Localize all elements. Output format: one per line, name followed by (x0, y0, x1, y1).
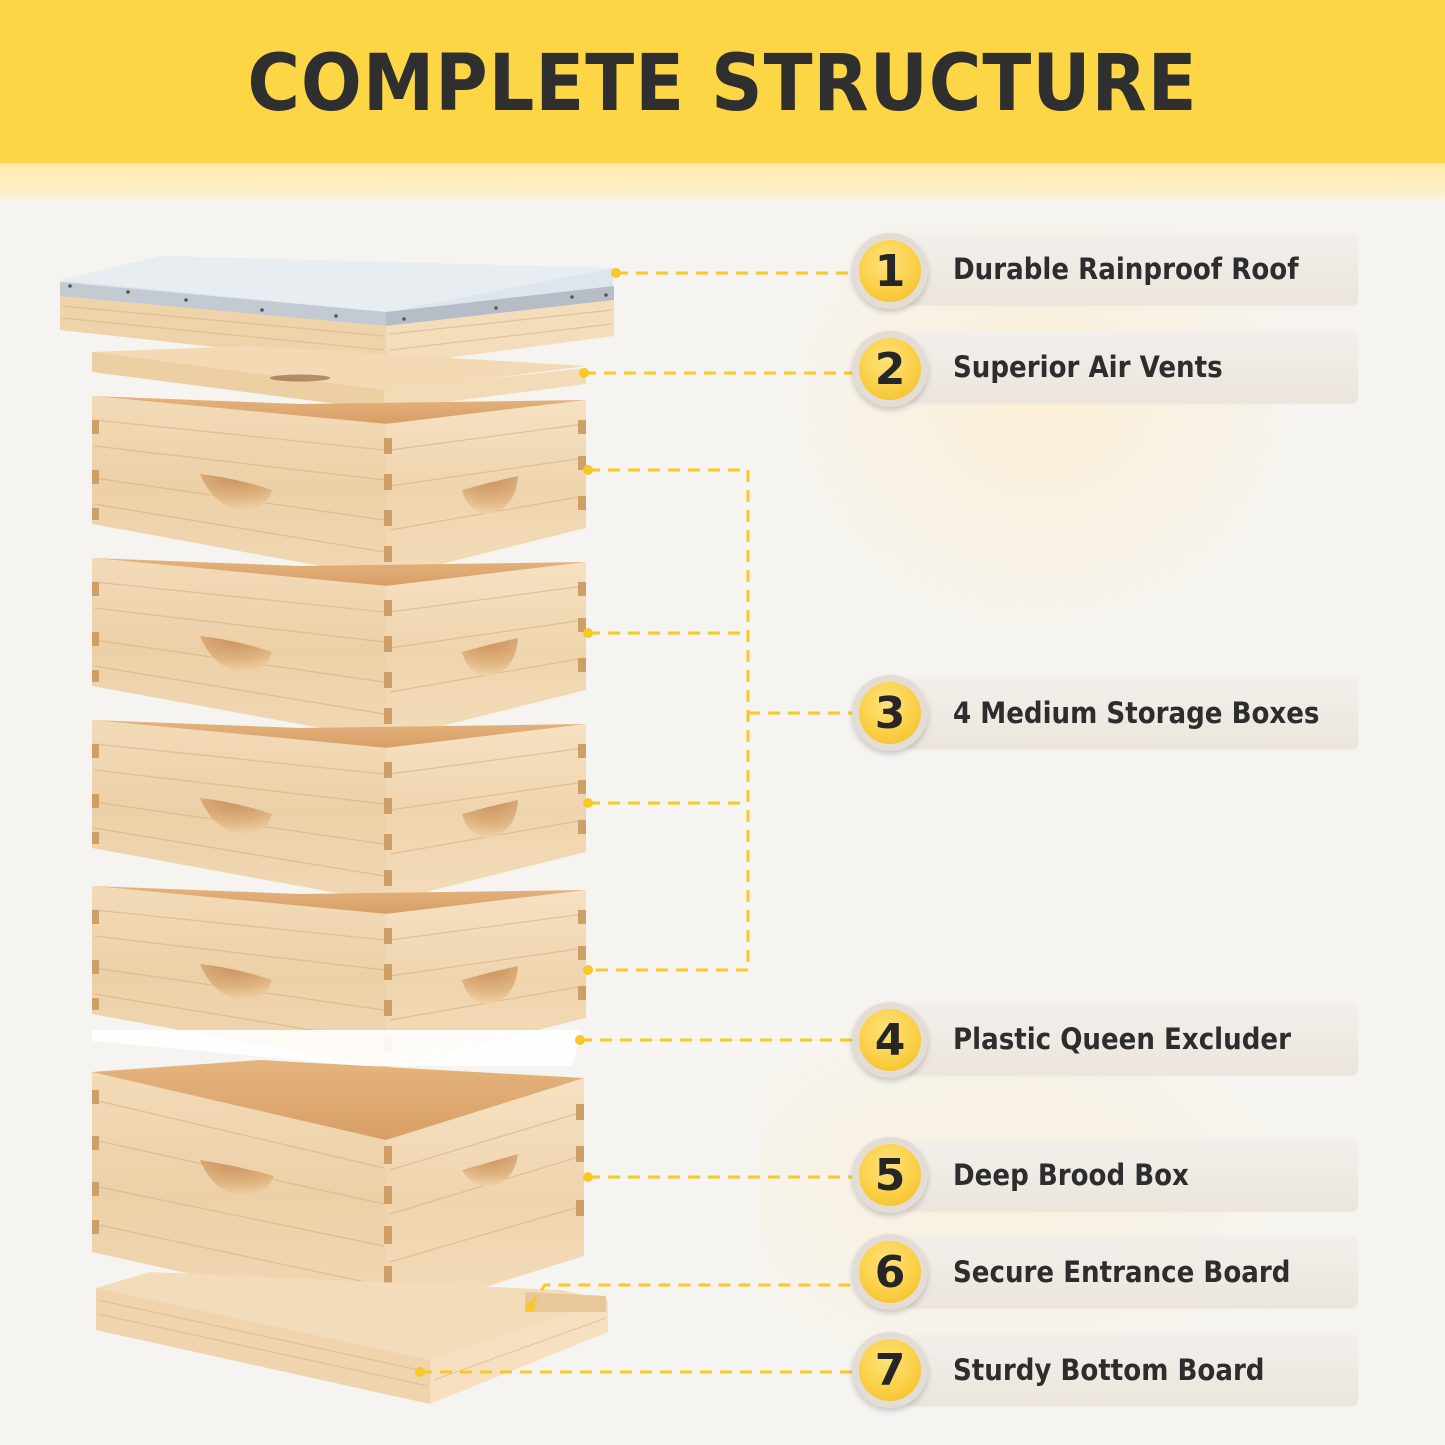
number-badge: 5 (852, 1137, 928, 1213)
badge-number: 4 (859, 1009, 921, 1071)
number-badge: 3 (852, 675, 928, 751)
roof-shape (60, 256, 614, 366)
callout-text: Durable Rainproof Roof (953, 252, 1299, 286)
badge-number: 7 (859, 1339, 921, 1401)
callout-label-air-vents: Superior Air Vents (905, 331, 1358, 403)
badge-number: 5 (859, 1144, 921, 1206)
number-badge: 2 (852, 331, 928, 407)
medium-boxes-shape (91, 396, 587, 1069)
badge-number: 3 (859, 682, 921, 744)
callout-text: Deep Brood Box (953, 1158, 1189, 1192)
callout-text: 4 Medium Storage Boxes (953, 696, 1320, 730)
number-badge: 1 (852, 233, 928, 309)
inner-cover-shape (92, 346, 586, 410)
beehive-illustration (0, 0, 640, 1445)
callout-label-entrance-board: Secure Entrance Board (905, 1236, 1358, 1308)
callout-text: Plastic Queen Excluder (953, 1022, 1291, 1056)
number-badge: 6 (852, 1234, 928, 1310)
callout-label-queen-excluder: Plastic Queen Excluder (905, 1003, 1358, 1075)
callout-text: Superior Air Vents (953, 350, 1223, 384)
banner-fade (0, 163, 1445, 200)
badge-number: 2 (859, 338, 921, 400)
callout-label-roof: Durable Rainproof Roof (905, 233, 1358, 305)
badge-number: 6 (859, 1241, 921, 1303)
number-badge: 7 (852, 1332, 928, 1408)
header-banner: COMPLETE STRUCTURE (0, 0, 1445, 163)
page-title: COMPLETE STRUCTURE (247, 38, 1198, 129)
number-badge: 4 (852, 1002, 928, 1078)
callout-label-medium-boxes: 4 Medium Storage Boxes (905, 677, 1358, 749)
callout-label-deep-brood-box: Deep Brood Box (905, 1139, 1358, 1211)
callout-text: Sturdy Bottom Board (953, 1353, 1265, 1387)
badge-number: 1 (859, 240, 921, 302)
callout-text: Secure Entrance Board (953, 1255, 1291, 1289)
deep-box-shape (92, 1060, 608, 1404)
callout-label-bottom-board: Sturdy Bottom Board (905, 1334, 1358, 1406)
